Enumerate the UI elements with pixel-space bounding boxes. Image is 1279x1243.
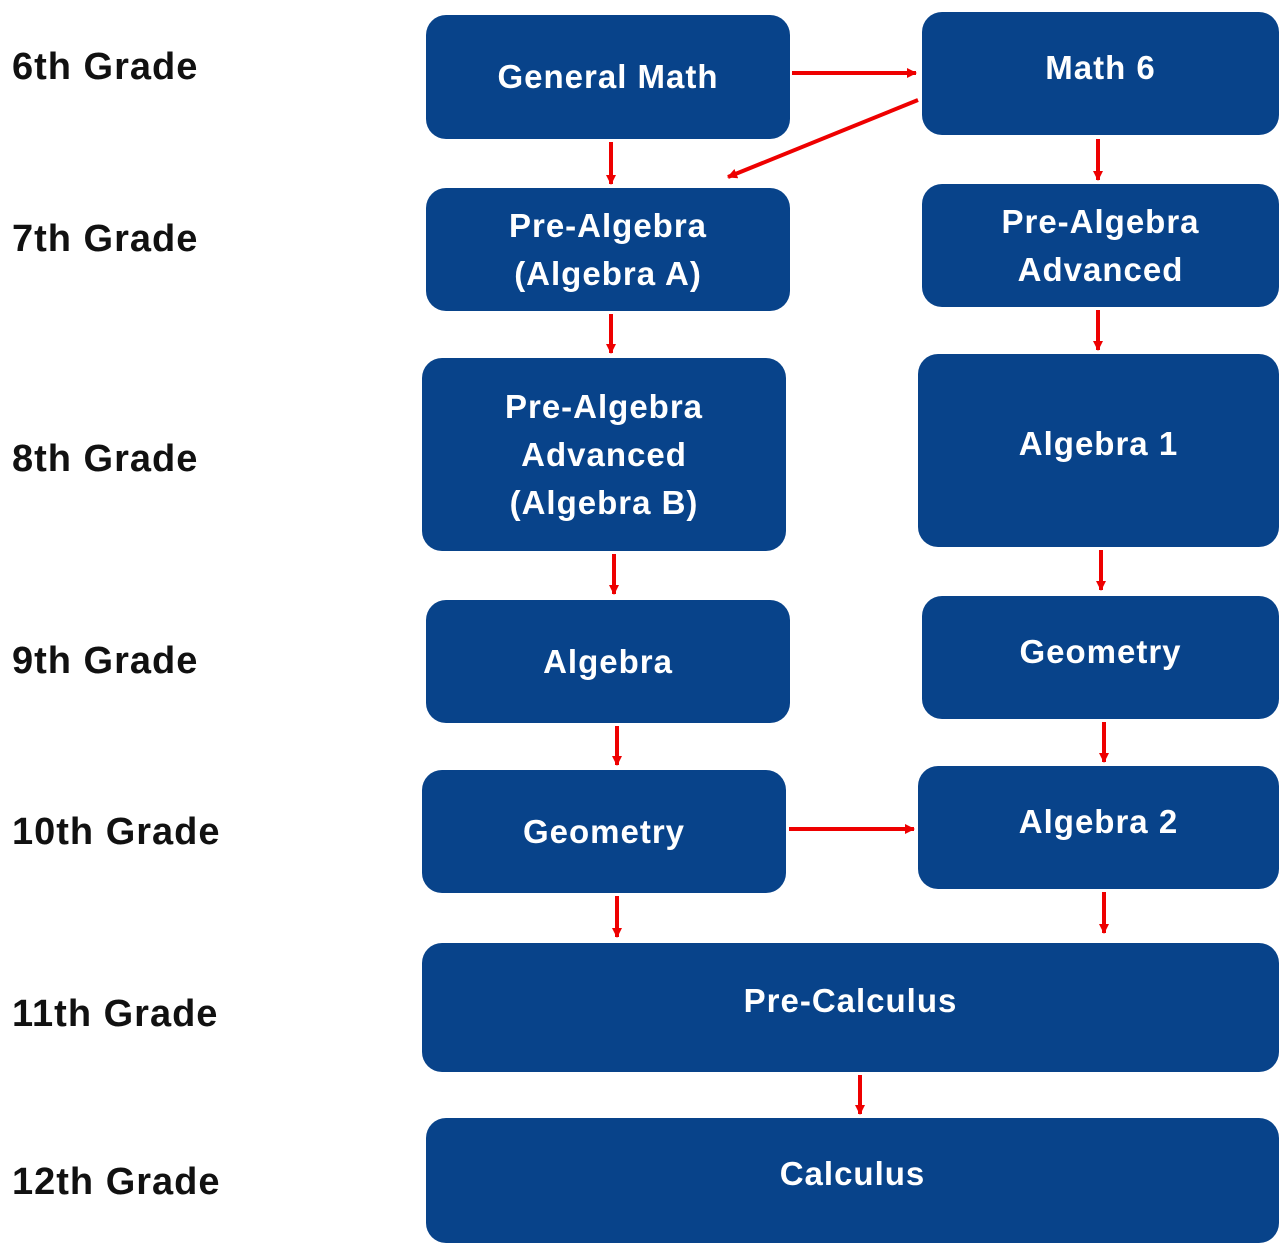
course-label-line-2: (Algebra A) — [514, 254, 702, 292]
course-label: General Math — [497, 58, 719, 95]
grade-label-11: 11th Grade — [12, 993, 219, 1035]
course-label: Algebra — [543, 642, 673, 680]
course-box-general-math: General Math — [426, 15, 790, 139]
course-box-math-6: Math 6 — [922, 12, 1279, 135]
grade-label-9: 9th Grade — [12, 640, 199, 682]
course-box-geometry-10: Geometry — [422, 770, 786, 893]
grade-label-10: 10th Grade — [12, 811, 221, 853]
course-label: Algebra 2 — [1018, 803, 1179, 840]
course-label: Geometry — [1019, 633, 1182, 670]
course-label-line-2: Advanced — [1017, 250, 1184, 288]
course-label-line-3: (Algebra B) — [509, 483, 699, 521]
grade-label-8: 8th Grade — [12, 438, 199, 480]
course-label-line-1: Pre-Algebra — [508, 206, 708, 244]
course-box-pre-algebra-advanced-b: Pre-Algebra Advanced (Algebra B) — [422, 358, 786, 551]
course-label-line-1: Pre-Algebra — [1001, 202, 1200, 240]
course-box-algebra-9: Algebra — [426, 600, 790, 723]
grade-label-12: 12th Grade — [12, 1161, 221, 1203]
course-label: Geometry — [522, 812, 686, 850]
course-label-line-2: Advanced — [521, 435, 687, 473]
grade-label-6: 6th Grade — [12, 46, 199, 88]
course-box-algebra-1: Algebra 1 — [918, 354, 1279, 547]
course-label: Pre-Calculus — [743, 982, 958, 1019]
course-label: Math 6 — [1045, 49, 1156, 86]
course-box-pre-algebra-a: Pre-Algebra (Algebra A) — [426, 188, 790, 311]
course-box-pre-calculus: Pre-Calculus — [422, 943, 1279, 1072]
course-label: Calculus — [779, 1155, 926, 1192]
course-box-calculus: Calculus — [426, 1118, 1279, 1243]
course-box-geometry-9: Geometry — [922, 596, 1279, 719]
grade-label-7: 7th Grade — [12, 218, 199, 260]
course-box-pre-algebra-advanced-7: Pre-Algebra Advanced — [922, 184, 1279, 307]
course-box-algebra-2: Algebra 2 — [918, 766, 1279, 889]
course-label: Algebra 1 — [1018, 425, 1179, 462]
course-label-line-1: Pre-Algebra — [504, 387, 704, 425]
